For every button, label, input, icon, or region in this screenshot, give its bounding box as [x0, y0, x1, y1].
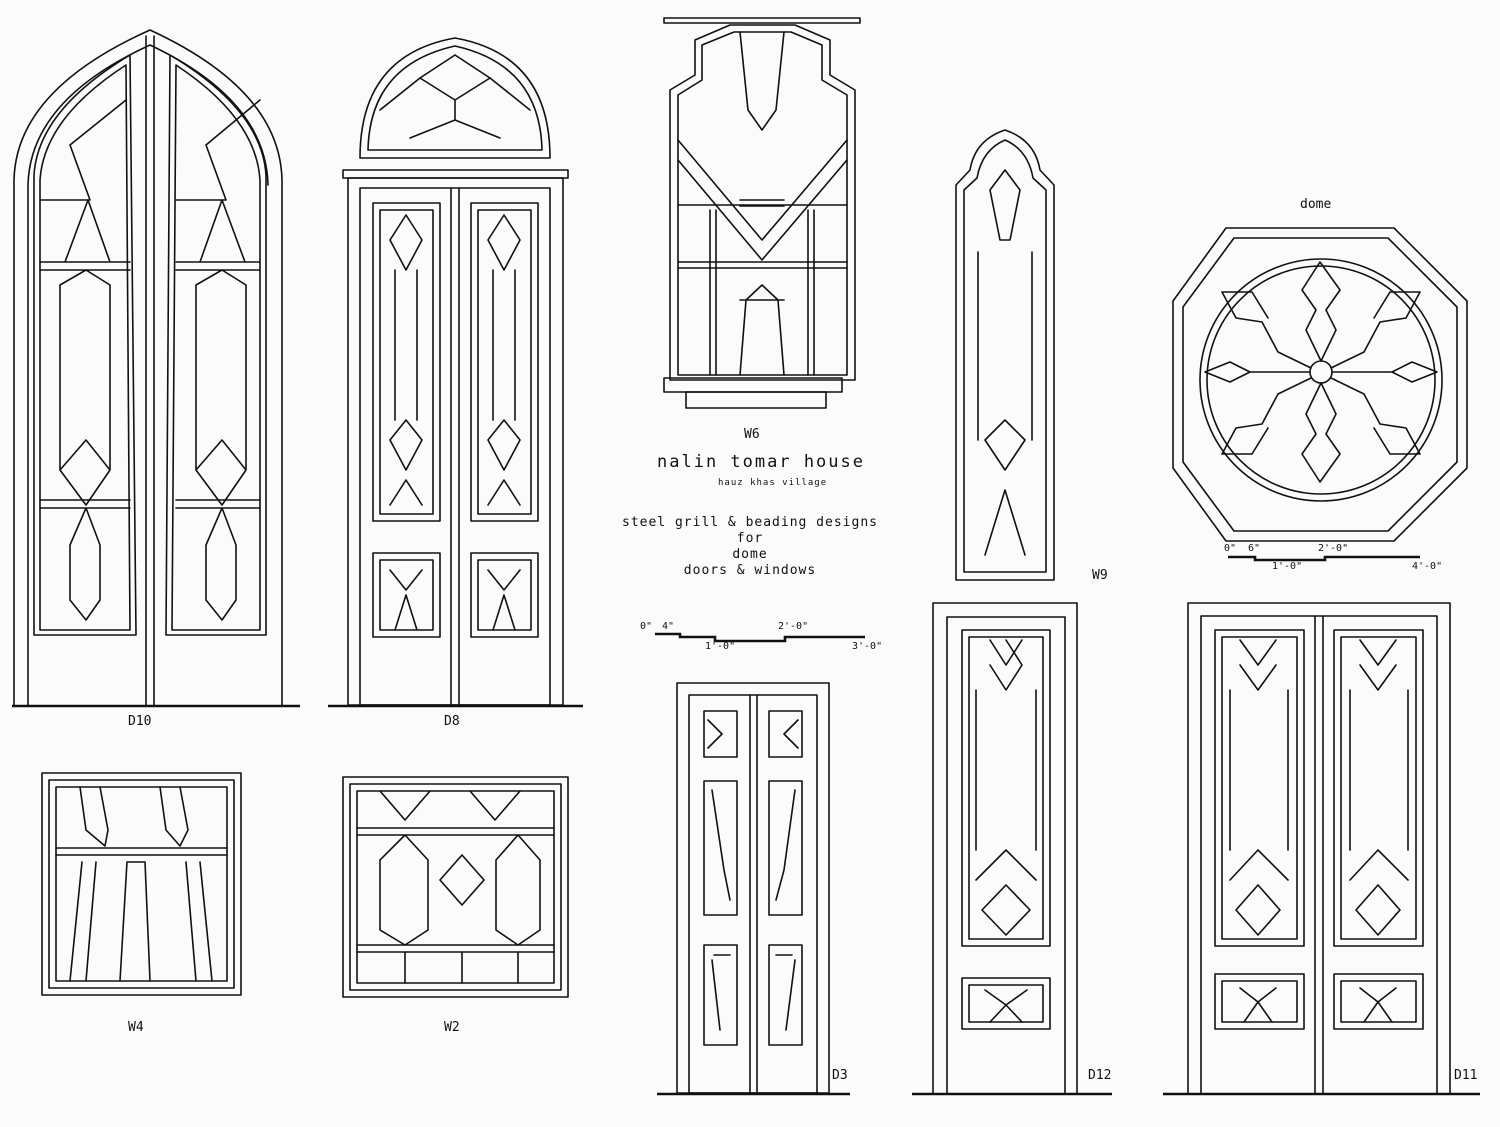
scale1-tick-1: 4" — [662, 621, 675, 632]
door-d11 — [1187, 602, 1451, 1095]
window-w2 — [342, 776, 569, 998]
project-title: nalin tomar house — [657, 452, 865, 472]
label-w4: W4 — [128, 1020, 144, 1035]
scale2-tick-3: 2'-0" — [1318, 543, 1349, 554]
dome-star-pattern — [1204, 261, 1438, 483]
desc-line-4: doors & windows — [683, 563, 817, 578]
desc-line-3: dome — [732, 547, 768, 562]
label-w6: W6 — [744, 427, 760, 442]
scale1-tick-4: 3'-0" — [852, 641, 883, 652]
scale2-tick-1: 6" — [1248, 543, 1261, 554]
label-d10: D10 — [128, 714, 152, 729]
door-d12 — [932, 602, 1078, 1095]
window-w9 — [955, 129, 1055, 581]
desc-line-2: for — [736, 531, 764, 546]
window-w6 — [663, 17, 861, 409]
label-d12: D12 — [1088, 1068, 1112, 1083]
door-d3 — [676, 682, 830, 1094]
scale2-tick-2: 1'-0" — [1272, 561, 1303, 572]
label-w2: W2 — [444, 1020, 460, 1035]
label-w9: W9 — [1092, 568, 1108, 583]
label-d11: D11 — [1454, 1068, 1478, 1083]
scale-bar-1 — [655, 632, 865, 643]
desc-line-1: steel grill & beading designs — [622, 515, 878, 530]
scale1-tick-0: 0" — [640, 621, 653, 632]
scale2-tick-0: 0" — [1224, 543, 1237, 554]
window-w4 — [41, 772, 242, 996]
scale1-tick-2: 1'-0" — [705, 641, 736, 652]
door-d8 — [342, 37, 569, 706]
scale1-tick-3: 2'-0" — [778, 621, 809, 632]
project-location: hauz khas village — [718, 478, 828, 488]
label-dome: dome — [1300, 197, 1332, 212]
drawing-description: steel grill & beading designs for dome d… — [600, 515, 900, 579]
scale2-tick-4: 4'-0" — [1412, 561, 1443, 572]
dome-plan — [1172, 227, 1468, 542]
ground-lines — [12, 704, 1480, 1096]
label-d8: D8 — [444, 714, 460, 729]
label-d3: D3 — [832, 1068, 848, 1083]
door-d10 — [13, 29, 283, 706]
scale-bar-2 — [1228, 555, 1420, 562]
